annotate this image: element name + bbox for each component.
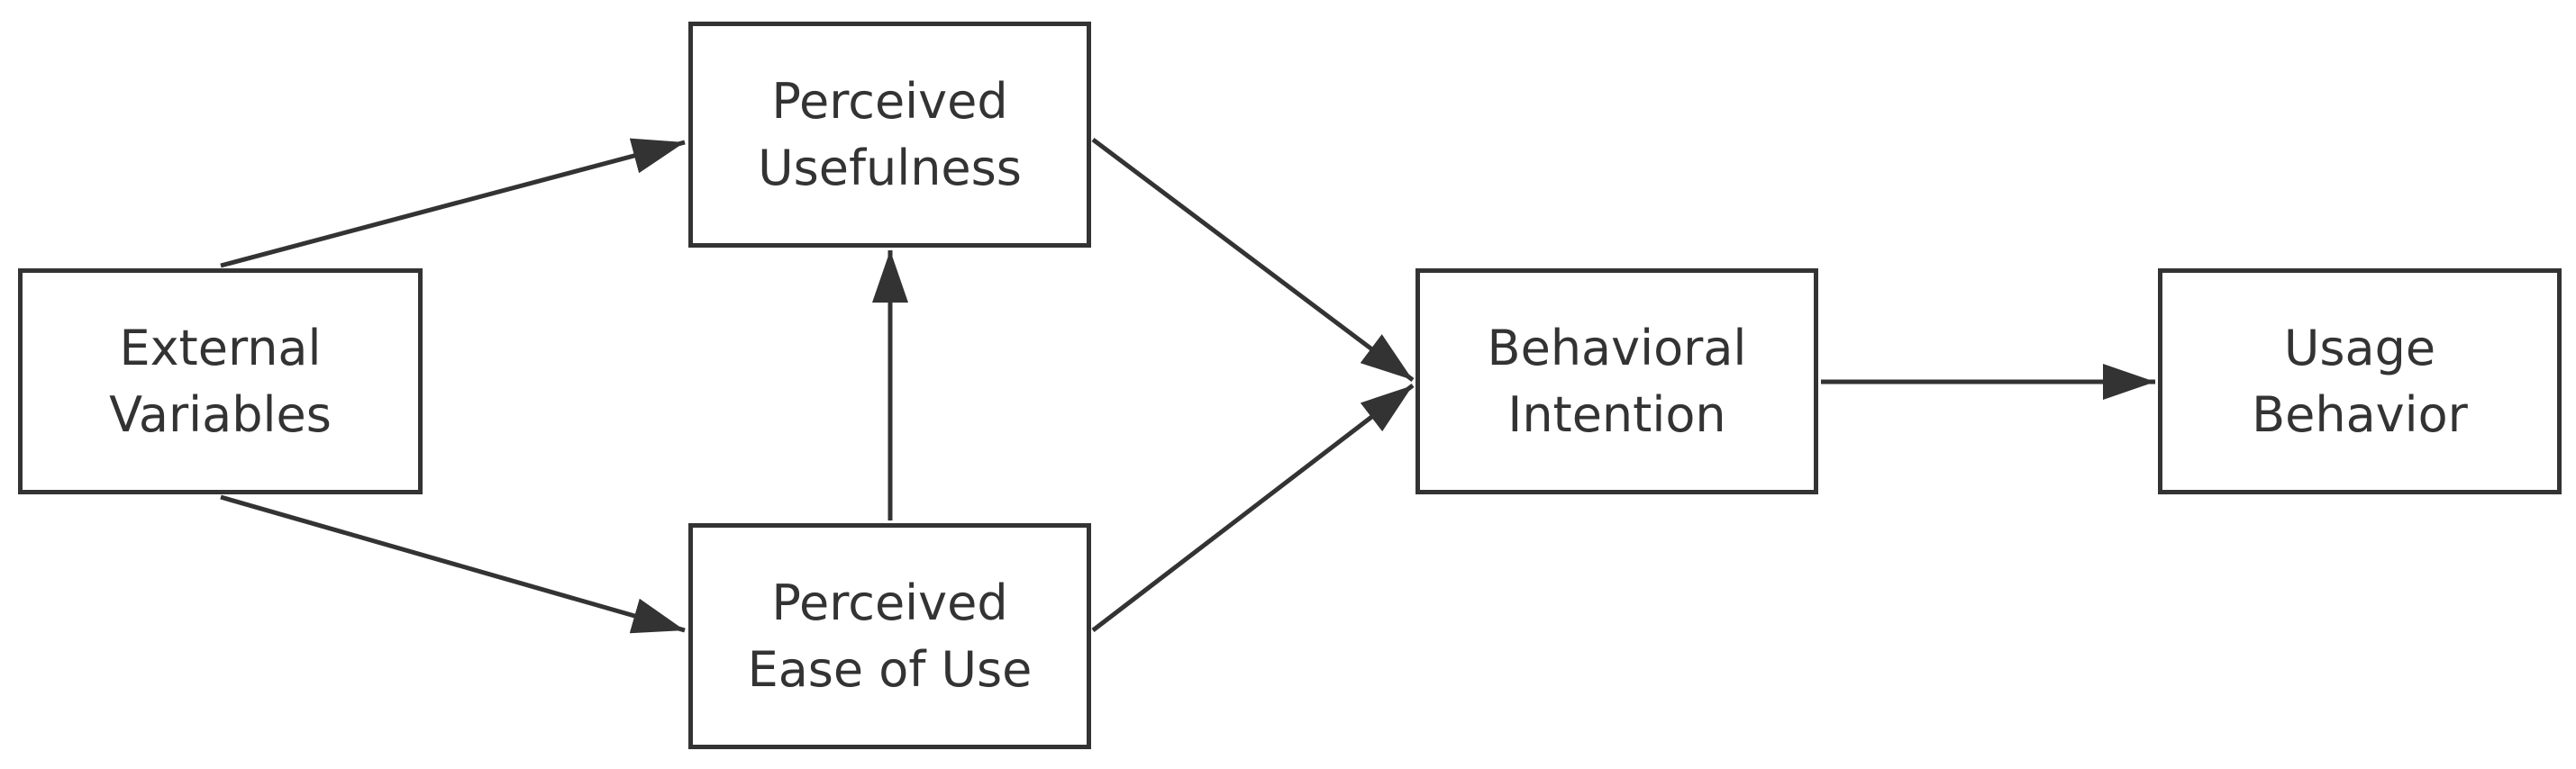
external-variables-box: External Variables xyxy=(18,268,423,494)
perceived-ease-of-use-label-line1: Perceived xyxy=(771,574,1008,631)
perceived-ease-of-use-box: Perceived Ease of Use xyxy=(688,523,1091,749)
perceived-usefulness-box: Perceived Usefulness xyxy=(688,22,1091,248)
edge-ease-of-use-to-intention xyxy=(1091,384,1415,632)
usage-behavior-label-line1: Usage xyxy=(2283,319,2436,376)
edge-external-to-ease-of-use xyxy=(220,494,686,634)
perceived-usefulness-label-line1: Perceived xyxy=(771,72,1008,130)
behavioral-intention-box: Behavioral Intention xyxy=(1415,268,1818,494)
behavioral-intention-label-line2: Intention xyxy=(1507,385,1726,443)
external-variables-label-line2: Variables xyxy=(109,385,332,443)
edge-usefulness-to-intention xyxy=(1091,138,1415,382)
usage-behavior-box: Usage Behavior xyxy=(2158,268,2562,494)
perceived-ease-of-use-label-line2: Ease of Use xyxy=(747,640,1033,698)
behavioral-intention-label-line1: Behavioral xyxy=(1487,319,1747,376)
external-variables-label-line1: External xyxy=(119,319,322,376)
edge-external-to-usefulness xyxy=(220,138,686,268)
usage-behavior-label-line2: Behavior xyxy=(2252,385,2468,443)
perceived-usefulness-label-line2: Usefulness xyxy=(758,139,1022,196)
